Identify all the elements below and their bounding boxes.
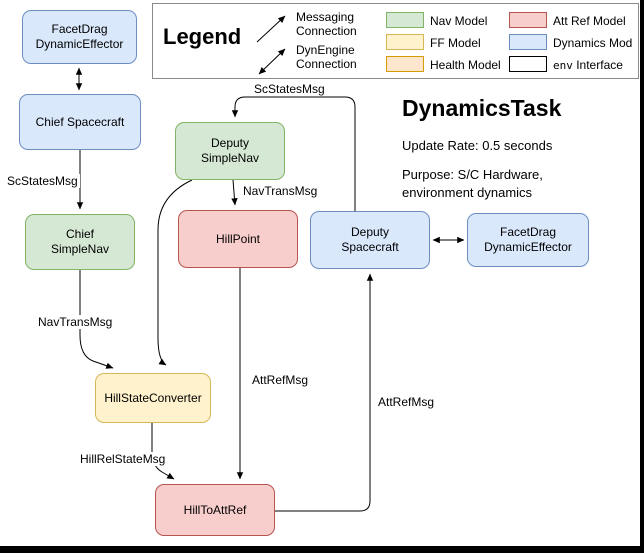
legend-arrow-samples	[256, 15, 286, 75]
task-title: DynamicsTask	[402, 95, 562, 121]
task-purpose: Purpose: S/C Hardware, environment dynam…	[402, 167, 543, 200]
node-hilltoattref: HillToAttRef	[155, 484, 275, 536]
edge-hillstateconverter-to-hilltoattref	[151, 423, 175, 480]
legend-swatch-dynamics	[509, 34, 547, 50]
edge-label-deputy-navtransmsg: NavTransMsg	[241, 184, 320, 198]
legend-dynengine-label: DynEngine Connection	[296, 43, 357, 72]
dynengine-connection-arrow	[258, 48, 286, 75]
legend-title: Legend	[163, 24, 242, 49]
legend-item-label-health: Health Model	[430, 58, 501, 72]
legend-item-label-dynamics: Dynamics Mod	[553, 36, 633, 50]
node-chief-simplenav: Chief SimpleNav	[25, 214, 135, 270]
env-rest-text: Interface	[576, 58, 623, 72]
node-label: Chief SimpleNav	[50, 227, 110, 256]
edge-hilltoattref-to-deputy-spacecraft	[275, 273, 374, 512]
edge-deputy-spacecraft-to-deputy-simplenav	[231, 96, 356, 211]
node-label: FacetDrag DynamicEffector	[484, 225, 572, 254]
node-label: HillToAttRef	[183, 502, 247, 517]
node-facetdrag-chief: FacetDrag DynamicEffector	[22, 10, 137, 64]
legend-swatch-attref	[509, 12, 547, 28]
legend-panel: Legend Messaging Connection DynEngine Co…	[152, 3, 639, 79]
node-label: FacetDrag DynamicEffector	[35, 22, 124, 51]
edge-label-attrefmsg-hillpoint: AttRefMsg	[250, 373, 311, 387]
node-label: HillStateConverter	[104, 390, 202, 405]
legend-swatch-ff	[386, 34, 424, 50]
legend-item-label-env: env Interface	[553, 58, 623, 72]
legend-swatch-nav	[386, 12, 424, 28]
node-label: Deputy SimpleNav	[200, 136, 260, 165]
node-label: HillPoint	[215, 231, 260, 246]
edge-chief-simplenav-to-hillstateconverter	[79, 270, 114, 369]
task-update-rate: Update Rate: 0.5 seconds	[402, 138, 553, 153]
node-chief-spacecraft: Chief Spacecraft	[19, 94, 141, 150]
node-hillstateconverter: HillStateConverter	[95, 373, 211, 423]
edge-deputy-simplenav-to-hillpoint	[231, 179, 238, 206]
edge-label-deputy-scstatesmsg: ScStatesMsg	[252, 82, 327, 96]
edge-label-chief-navtransmsg: NavTransMsg	[36, 315, 115, 329]
node-hillpoint: HillPoint	[178, 210, 298, 268]
edge-label-chief-scstatesmsg: ScStatesMsg	[5, 174, 80, 188]
legend-swatch-env	[509, 56, 547, 72]
node-deputy-simplenav: Deputy SimpleNav	[175, 122, 285, 180]
edge-label-hillrelstatemsg: HillRelStateMsg	[78, 452, 168, 466]
messaging-connection-arrow	[256, 15, 286, 43]
edge-label-attrefmsg-deputy: AttRefMsg	[376, 395, 437, 409]
edge-deputy-simplenav-to-hillstateconverter	[157, 179, 193, 366]
legend-messaging-label: Messaging Connection	[296, 10, 357, 39]
legend-item-label-ff: FF Model	[430, 36, 481, 50]
node-facetdrag-deputy: FacetDrag DynamicEffector	[467, 213, 589, 267]
node-label: Chief Spacecraft	[35, 114, 125, 129]
legend-item-label-nav: Nav Model	[430, 14, 488, 28]
task-info-block: DynamicsTask Update Rate: 0.5 seconds Pu…	[402, 95, 561, 201]
legend-item-label-attref: Att Ref Model	[553, 14, 626, 28]
node-deputy-spacecraft: Deputy Spacecraft	[310, 211, 430, 269]
legend-swatch-health	[386, 56, 424, 72]
env-code-text: env	[553, 59, 573, 72]
node-label: Deputy Spacecraft	[341, 225, 399, 254]
